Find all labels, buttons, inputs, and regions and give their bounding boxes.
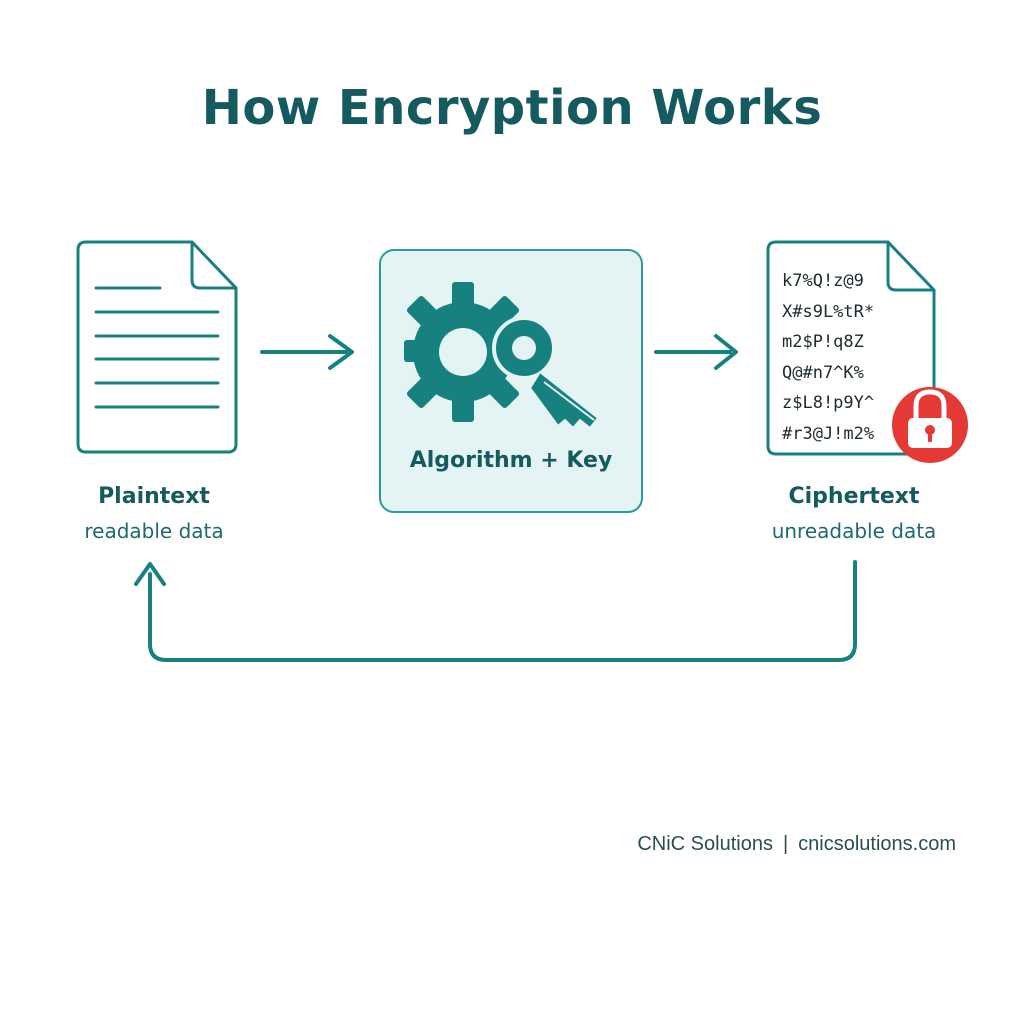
document-icon	[76, 240, 238, 454]
ciphertext-sublabel: unreadable data	[771, 519, 937, 543]
algorithm-label: Algorithm + Key	[409, 448, 613, 473]
cipher-line: k7%Q!z@9	[782, 271, 864, 291]
cipher-line: #r3@J!m2%	[782, 423, 875, 444]
footer-company: CNiC Solutions	[637, 833, 773, 855]
cipher-line: m2$P!q8Z	[782, 332, 864, 352]
footer-website[interactable]: cnicsolutions.com	[798, 833, 956, 855]
plaintext-label: Plaintext	[98, 484, 210, 509]
arrow-to-algorithm	[260, 334, 354, 370]
plaintext-sublabel: readable data	[84, 519, 224, 543]
ciphertext-label: Ciphertext	[788, 484, 920, 509]
gear-key-icon	[404, 282, 599, 429]
cipher-line: Q@#n7^K%	[782, 362, 864, 383]
padlock-icon	[892, 387, 968, 463]
ciphertext-content: k7%Q!z@9 X#s9L%tR* m2$P!q8Z Q@#n7^K% z$L…	[782, 266, 874, 449]
cipher-line: z$L8!p9Y^	[782, 393, 875, 413]
arrow-return-to-plaintext	[134, 560, 857, 662]
cipher-line: X#s9L%tR*	[782, 301, 875, 322]
footer: CNiC Solutions | cnicsolutions.com	[626, 810, 956, 856]
arrow-to-ciphertext	[654, 334, 738, 370]
footer-separator: |	[782, 833, 789, 855]
page-title: How Encryption Works	[201, 80, 823, 136]
